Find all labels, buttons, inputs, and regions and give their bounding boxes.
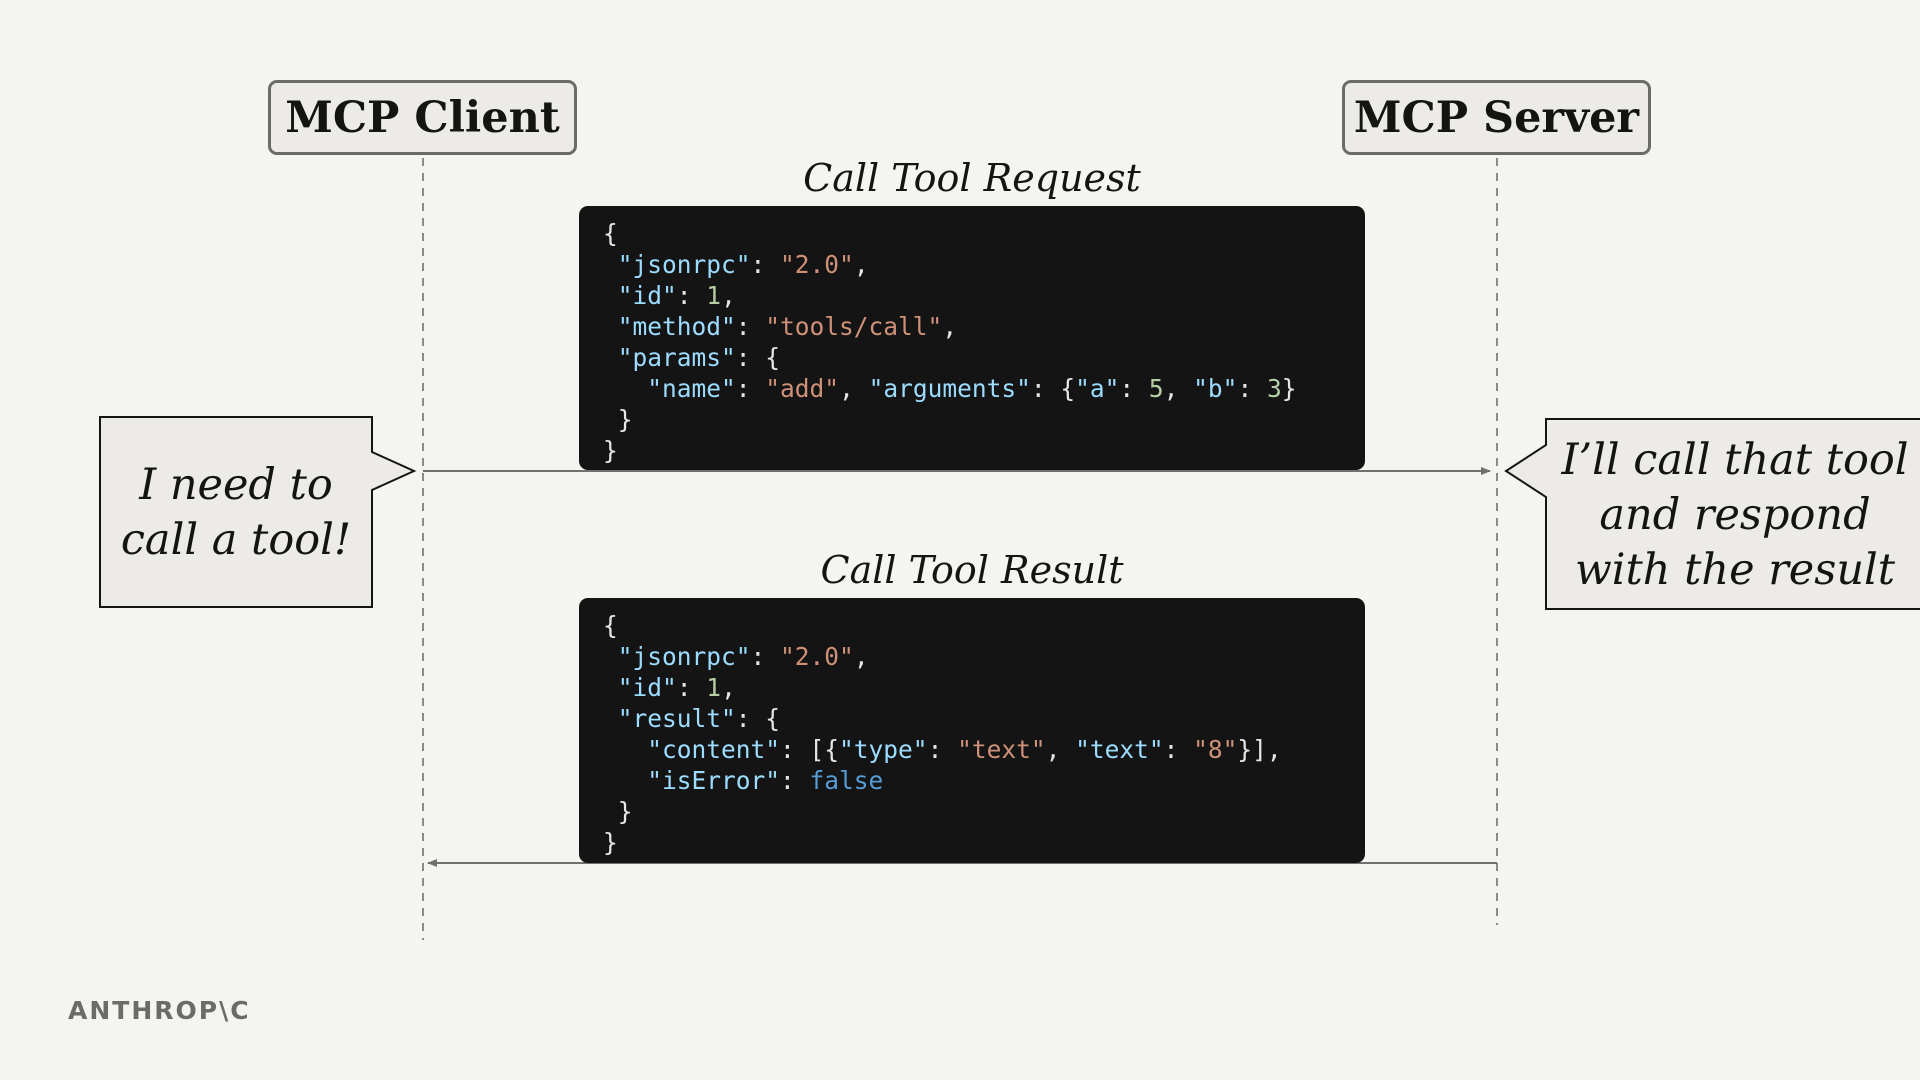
client-speech-line: I need to: [139, 460, 333, 510]
code-number: 1: [706, 281, 722, 310]
client-speech-text: I need to call a tool!: [102, 458, 370, 568]
code-key: "b": [1193, 374, 1238, 403]
code-key: "isError": [647, 766, 781, 795]
code-string: "2.0": [780, 642, 854, 671]
call-tool-result-title: Call Tool Result: [820, 548, 1124, 592]
code-number: 1: [706, 673, 722, 702]
code-string: "8": [1193, 735, 1238, 764]
server-speech-line: I’ll call that tool: [1561, 435, 1909, 485]
code-string: "2.0": [780, 250, 854, 279]
code-key: "params": [617, 343, 736, 372]
code-key: "content": [647, 735, 781, 764]
code-key: "arguments": [868, 374, 1031, 403]
server-speech-line: and respond: [1599, 490, 1871, 540]
client-speech-bubble: [99, 416, 417, 608]
code-boolean: false: [809, 766, 884, 795]
server-speech-bubble: [1504, 418, 1920, 610]
mcp-client-label: MCP Client: [285, 92, 560, 143]
code-number: 5: [1148, 374, 1164, 403]
anthropic-logo: ANTHROP\C: [68, 996, 251, 1025]
mcp-client-box: MCP Client: [268, 80, 577, 155]
mcp-server-label: MCP Server: [1353, 92, 1640, 143]
code-string: "add": [765, 374, 840, 403]
code-key: "id": [617, 281, 677, 310]
server-speech-line: with the result: [1574, 545, 1896, 595]
mcp-server-box: MCP Server: [1342, 80, 1651, 155]
code-key: "method": [617, 312, 736, 341]
code-key: "jsonrpc": [617, 642, 751, 671]
code-key: "a": [1075, 374, 1120, 403]
code-string: "tools/call": [765, 312, 943, 341]
code-number: 3: [1266, 374, 1282, 403]
code-key: "text": [1075, 735, 1164, 764]
code-key: "result": [617, 704, 736, 733]
code-key: "name": [647, 374, 736, 403]
code-key: "id": [617, 673, 677, 702]
call-tool-result-code: { "jsonrpc": "2.0", "id": 1, "result": {…: [579, 598, 1365, 863]
server-speech-text: I’ll call that tool and respond with the…: [1550, 433, 1920, 598]
call-tool-request-title: Call Tool Request: [803, 156, 1141, 200]
code-key: "type": [839, 735, 928, 764]
code-string: "text": [957, 735, 1046, 764]
call-tool-request-code: { "jsonrpc": "2.0", "id": 1, "method": "…: [579, 206, 1365, 470]
code-key: "jsonrpc": [617, 250, 751, 279]
client-speech-line: call a tool!: [120, 515, 352, 565]
